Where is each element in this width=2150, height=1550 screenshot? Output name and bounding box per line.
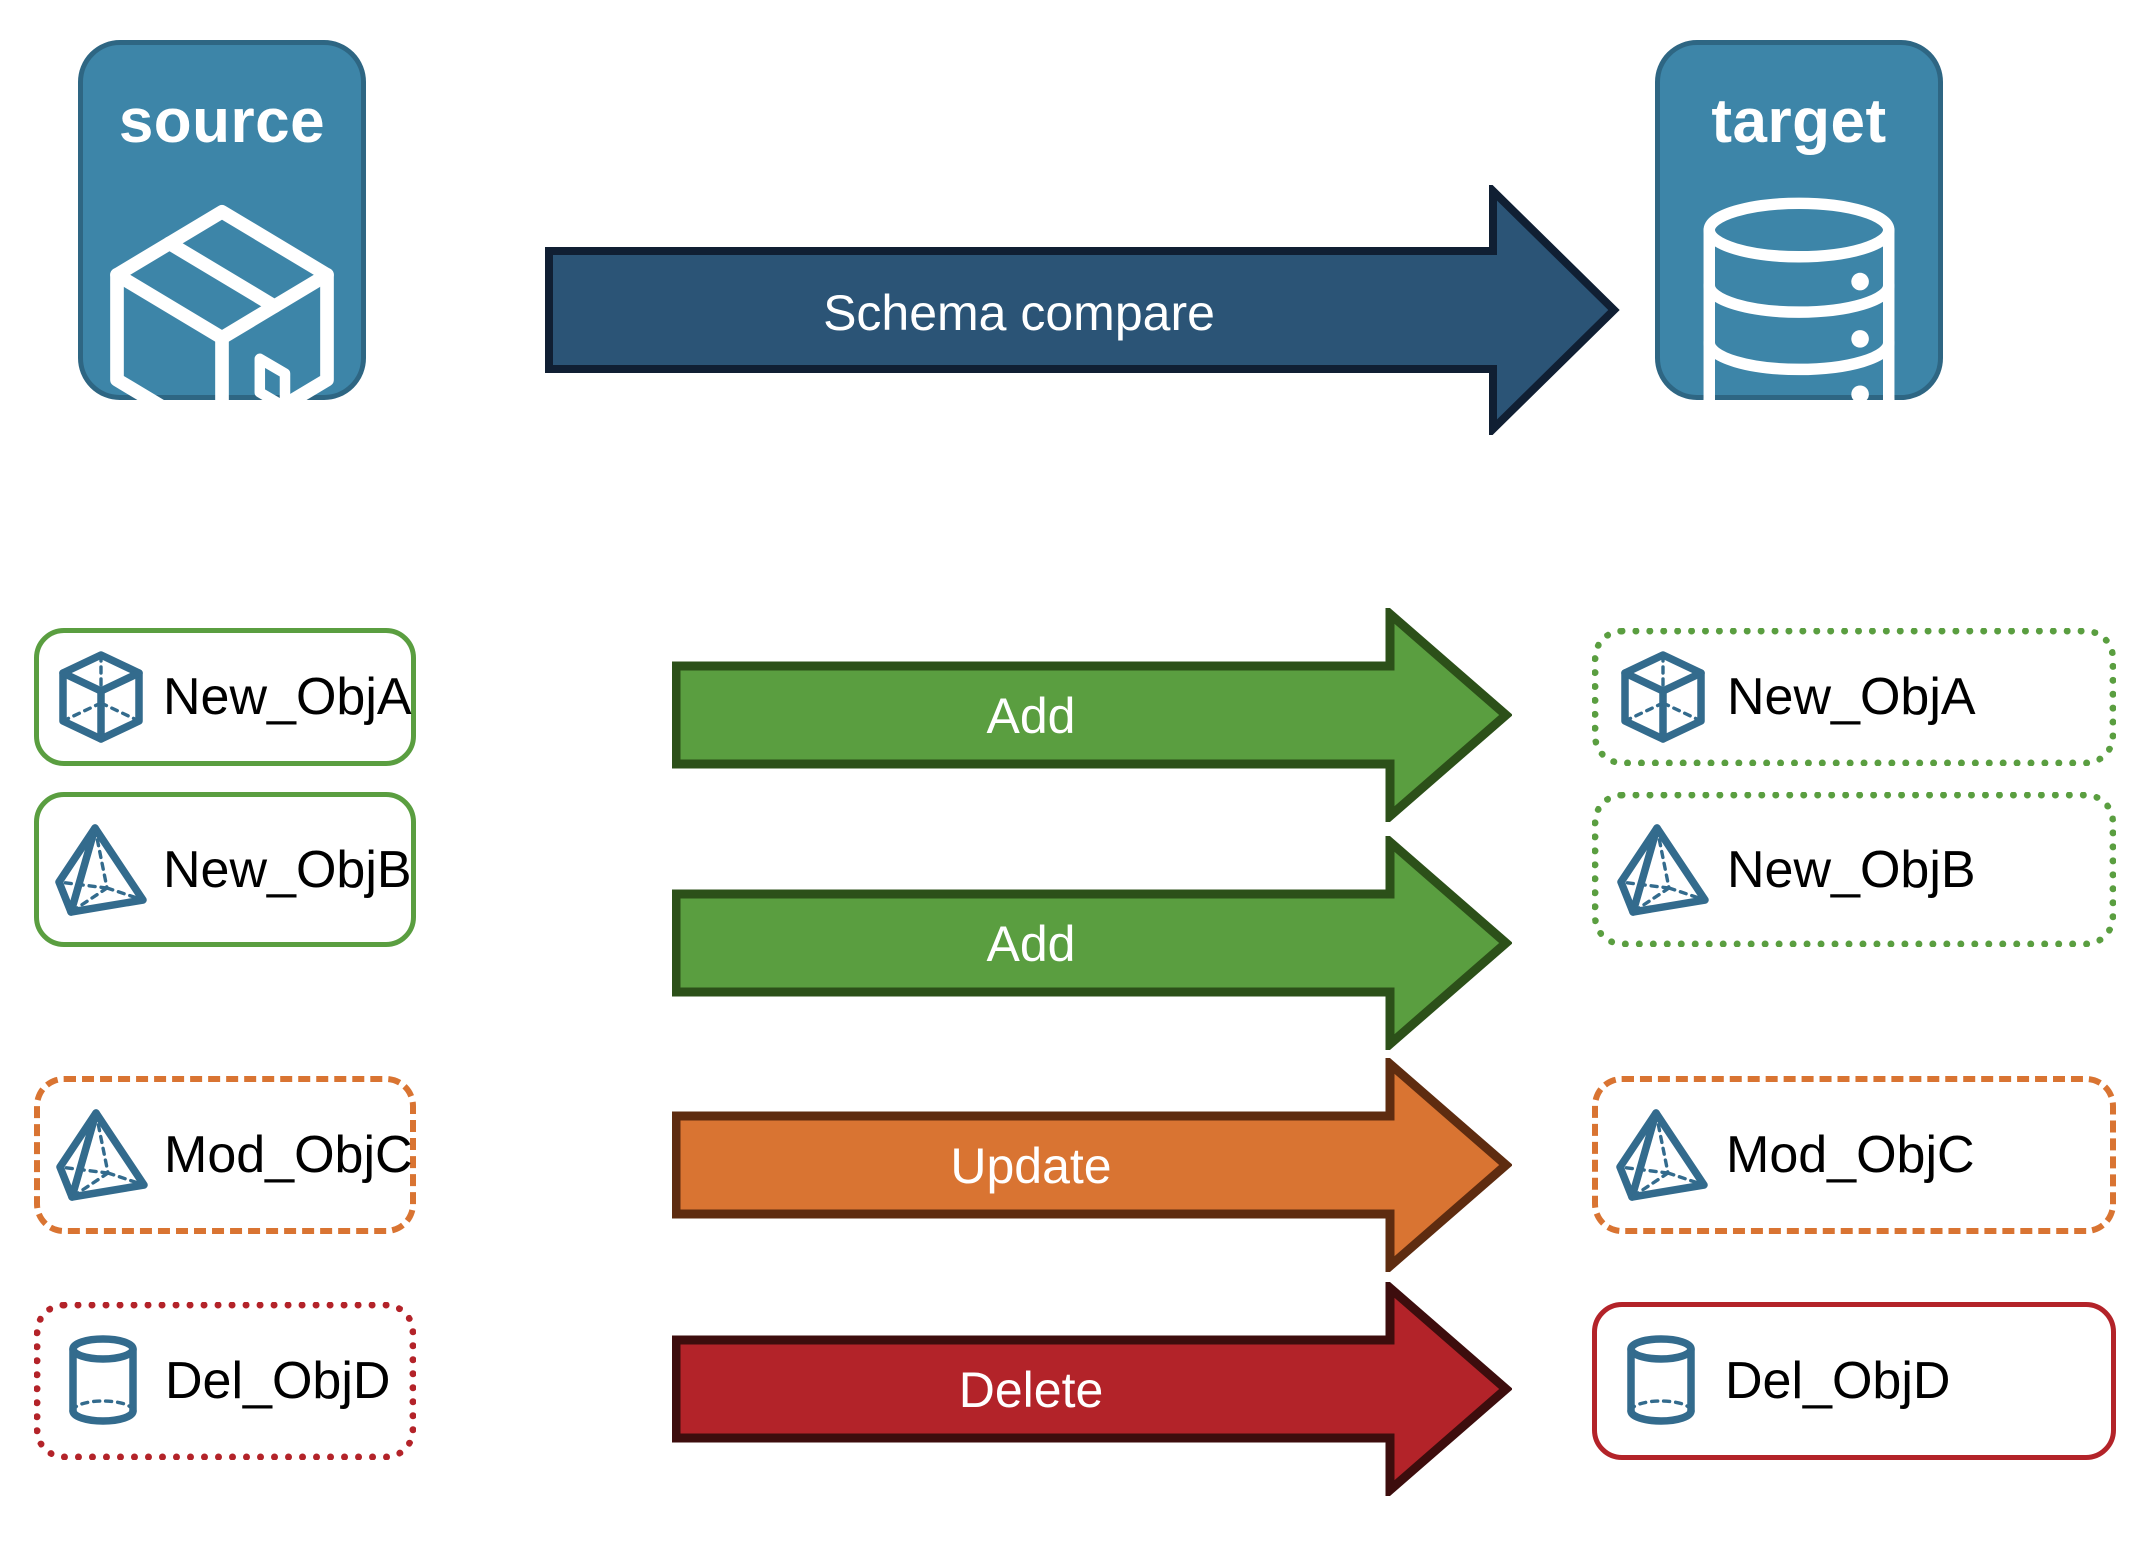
wireframe-cube-icon (39, 628, 163, 766)
source-panel-label: source (118, 87, 326, 156)
source-panel: source (78, 40, 366, 450)
action-arrow-row-2: Update (671, 1054, 1513, 1276)
source-chip-label-row-0: New_ObjA (163, 668, 412, 726)
source-chip-label-row-1: New_ObjB (163, 840, 412, 899)
source-chip-row-1[interactable]: New_ObjB (34, 792, 416, 947)
wireframe-pyramid-icon (1598, 1076, 1726, 1234)
wireframe-pyramid-icon (39, 792, 163, 947)
target-panel: target (1655, 40, 1943, 433)
wireframe-cylinder-icon (1597, 1302, 1725, 1460)
action-arrow-row-1: Add (671, 832, 1513, 1054)
action-arrow-row-0: Add (671, 604, 1513, 826)
wireframe-cube-icon (1599, 628, 1727, 766)
source-chip-row-3[interactable]: Del_ObjD (34, 1302, 416, 1460)
wireframe-cylinder-icon (41, 1302, 165, 1460)
target-chip-label-row-0: New_ObjA (1727, 668, 1976, 726)
target-chip-row-0[interactable]: New_ObjA (1592, 628, 2116, 766)
target-chip-label-row-1: New_ObjB (1727, 840, 1976, 899)
package-box-icon (96, 195, 348, 452)
wireframe-pyramid-icon (40, 1076, 164, 1234)
source-chip-row-0[interactable]: New_ObjA (34, 628, 416, 766)
source-chip-label-row-3: Del_ObjD (165, 1352, 391, 1410)
target-chip-row-3[interactable]: Del_ObjD (1592, 1302, 2116, 1460)
source-chip-label-row-2: Mod_ObjC (164, 1126, 413, 1184)
wireframe-pyramid-icon (1599, 792, 1727, 947)
schema-compare-arrow: Schema compare (545, 181, 1620, 439)
target-chip-row-2[interactable]: Mod_ObjC (1592, 1076, 2116, 1234)
target-panel-label: target (1711, 87, 1887, 156)
target-chip-row-1[interactable]: New_ObjB (1592, 792, 2116, 947)
database-cylinder-icon (1694, 195, 1904, 440)
action-arrow-row-3: Delete (671, 1278, 1513, 1500)
target-chip-label-row-3: Del_ObjD (1725, 1352, 1951, 1410)
source-chip-row-2[interactable]: Mod_ObjC (34, 1076, 416, 1234)
target-chip-label-row-2: Mod_ObjC (1726, 1126, 1975, 1184)
